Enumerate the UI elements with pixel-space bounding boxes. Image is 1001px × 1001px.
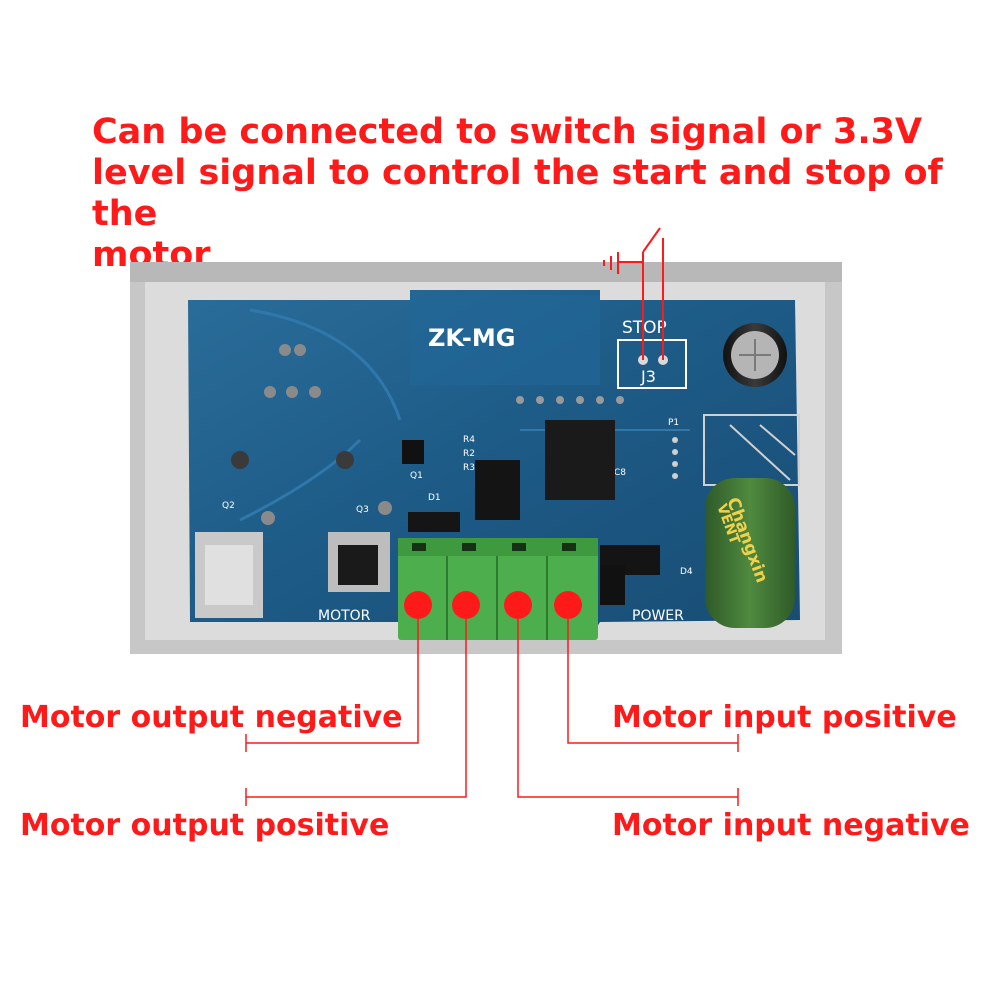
p1-pin — [672, 461, 678, 467]
p1-pin — [672, 437, 678, 443]
leader-motor-output-negative — [246, 619, 419, 744]
pin-header — [616, 396, 624, 404]
mosfet-q3-body — [338, 545, 378, 585]
ref-r2: R2 — [463, 449, 475, 459]
diode-d1 — [408, 512, 460, 532]
mounting-hole — [294, 344, 306, 356]
j3-connector — [617, 339, 687, 389]
switch-symbol — [603, 227, 664, 360]
ref-p1: P1 — [668, 418, 679, 428]
mounting-hole — [336, 451, 354, 469]
headline: Can be connected to switch signal or 3.3… — [92, 112, 972, 276]
ref-q1: Q1 — [410, 471, 423, 481]
pcb-trace — [239, 438, 362, 522]
diode — [600, 565, 625, 605]
ref-r3: R3 — [463, 463, 475, 473]
ref-d1: D1 — [428, 493, 441, 503]
mounting-hole — [264, 386, 276, 398]
enclosure-top-rim — [130, 262, 842, 282]
ref-r4: R4 — [463, 435, 475, 445]
leader-motor-output-positive — [246, 619, 467, 798]
mounting-hole — [378, 501, 392, 515]
pin-header — [536, 396, 544, 404]
stop-label: STOP — [622, 318, 667, 338]
transistor-q1 — [402, 440, 424, 464]
terminal-block-top — [398, 538, 598, 556]
pcb-label-area — [410, 295, 600, 385]
leader-motor-input-positive — [567, 619, 738, 744]
film-capacitor: Changxin VENT — [705, 478, 795, 628]
label-motor-input-positive: Motor input positive — [612, 700, 957, 735]
ref-c8: C8 — [614, 468, 626, 478]
ref-d4: D4 — [680, 567, 693, 577]
terminal-slot — [512, 543, 526, 551]
terminal-motor-input-negative — [504, 591, 532, 619]
leader-lines — [245, 619, 739, 806]
label-motor-input-negative: Motor input negative — [612, 808, 970, 843]
terminal-slot — [562, 543, 576, 551]
power-label: POWER — [632, 608, 684, 624]
label-motor-output-negative: Motor output negative — [20, 700, 403, 735]
terminal-block — [398, 538, 598, 640]
leader-motor-input-negative — [517, 619, 738, 798]
mounting-hole — [261, 511, 275, 525]
ref-q3: Q3 — [356, 505, 369, 515]
regulator-ic — [475, 460, 520, 520]
relay-hatch — [729, 424, 796, 481]
headline-line-1: Can be connected to switch signal or 3.3… — [92, 112, 923, 152]
ref-q2: Q2 — [222, 501, 235, 511]
p1-pin — [672, 449, 678, 455]
board-model: ZK-MG — [428, 324, 515, 352]
connector-label: J3 — [640, 367, 656, 386]
pcb-trace — [249, 308, 402, 421]
label-motor-output-positive: Motor output positive — [20, 808, 390, 843]
pin-header — [576, 396, 584, 404]
terminal-motor-output-positive — [452, 591, 480, 619]
p1-pin — [672, 473, 678, 479]
pin-header — [516, 396, 524, 404]
mounting-hole — [231, 451, 249, 469]
headline-line-2: level signal to control the start and st… — [92, 153, 943, 234]
mounting-hole — [279, 344, 291, 356]
main-ic — [545, 420, 615, 500]
mounting-hole — [309, 386, 321, 398]
terminal-slot — [412, 543, 426, 551]
pin-header — [596, 396, 604, 404]
film-capacitor-body — [705, 478, 795, 628]
pin-header — [556, 396, 564, 404]
motor-label: MOTOR — [318, 608, 371, 624]
terminal-motor-input-positive — [554, 591, 582, 619]
pad-q2-inner — [205, 545, 253, 605]
electrolytic-capacitor-vent — [739, 339, 771, 371]
mounting-hole — [286, 386, 298, 398]
terminal-slot — [462, 543, 476, 551]
terminal-motor-output-negative — [404, 591, 432, 619]
